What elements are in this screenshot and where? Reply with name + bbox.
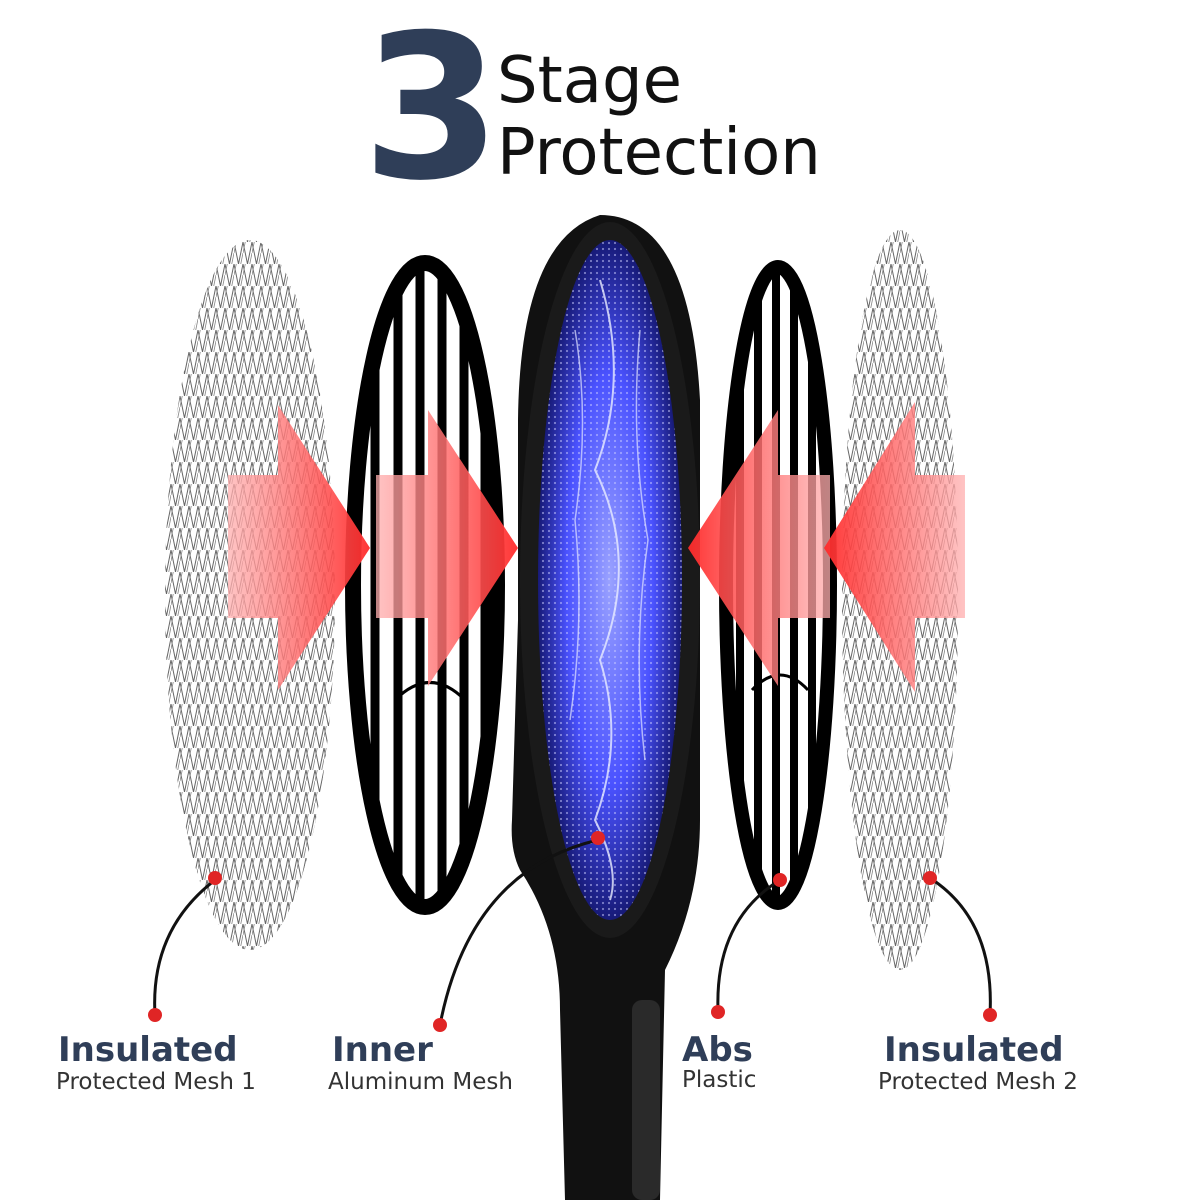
racket-icon [511,215,700,1200]
callout-abs [716,878,781,1011]
label-inner-head: Inner [332,1030,433,1070]
arrow-left-outer-icon [824,402,965,692]
label-mesh-2-sub: Protected Mesh 2 [878,1069,1078,1095]
callout-mesh-1 [153,878,216,1016]
title-line-stage: Stage [497,44,682,118]
callout-mesh-2 [929,876,992,1016]
arrow-left-inner-icon [688,410,830,686]
arrow-right-outer-icon [228,405,370,690]
stage-count: 3 [362,0,501,225]
label-abs-head: Abs [682,1030,753,1070]
callout-inner-mesh [438,838,599,1026]
marker-dots [148,831,997,1032]
label-mesh-1-sub: Protected Mesh 1 [56,1069,256,1095]
title-line-protection: Protection [497,116,821,190]
label-mesh-1-head: Insulated [58,1030,238,1070]
arrow-right-inner-icon [376,410,518,686]
label-mesh-2-head: Insulated [884,1030,1064,1070]
label-abs-sub: Plastic [682,1067,757,1093]
label-inner-sub: Aluminum Mesh [328,1069,513,1095]
